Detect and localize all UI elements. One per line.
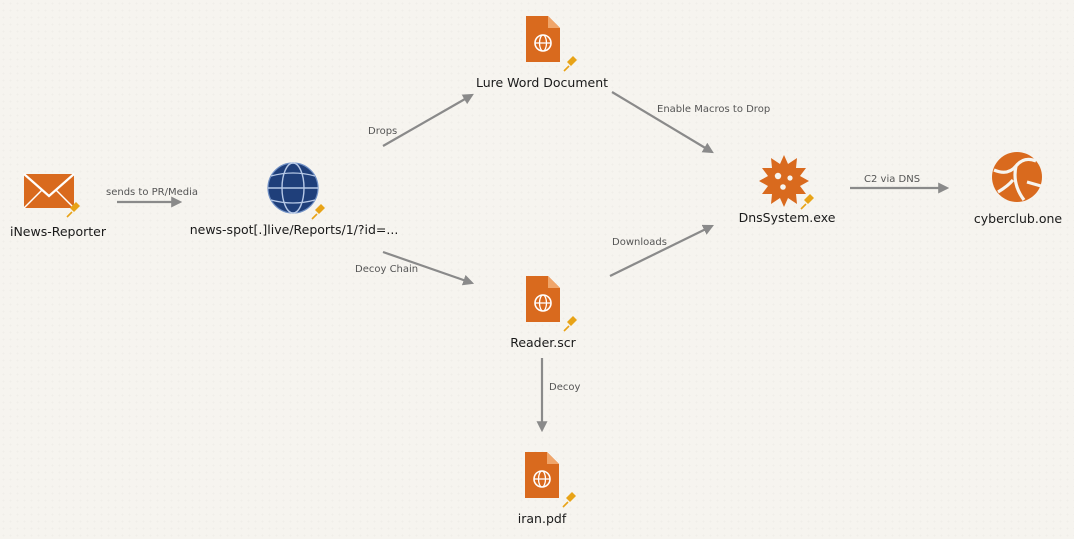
edge-drops: Drops	[368, 93, 474, 147]
node-reporter[interactable]: iNews-Reporter	[10, 173, 107, 239]
node-news-spot[interactable]: news-spot[.]live/Reports/1/?id=...	[190, 162, 399, 237]
node-label-iran-pdf: iran.pdf	[518, 511, 567, 526]
node-label-reporter: iNews-Reporter	[10, 224, 107, 239]
edge-label-decoy-chain: Decoy Chain	[355, 264, 418, 275]
globe-icon	[267, 162, 326, 220]
node-label-cyberclub: cyberclub.one	[974, 211, 1063, 226]
edge-label-c2: C2 via DNS	[864, 174, 920, 185]
node-label-reader: Reader.scr	[510, 335, 576, 350]
node-cyberclub[interactable]: cyberclub.one	[974, 152, 1063, 226]
network-icon	[992, 152, 1042, 202]
edge-label-enable-macros: Enable Macros to Drop	[657, 104, 770, 115]
document-icon	[525, 15, 578, 72]
edge-sends: sends to PR/Media	[106, 187, 198, 208]
edge-c2: C2 via DNS	[850, 174, 950, 194]
edge-enable-macros: Enable Macros to Drop	[611, 91, 770, 154]
envelope-icon	[23, 173, 81, 218]
node-dns-system[interactable]: DnsSystem.exe	[739, 155, 836, 225]
malware-icon	[759, 155, 815, 210]
node-label-lure-doc: Lure Word Document	[476, 75, 608, 90]
node-iran-pdf[interactable]: iran.pdf	[518, 451, 577, 526]
node-lure-doc[interactable]: Lure Word Document	[476, 15, 608, 90]
node-label-news-spot: news-spot[.]live/Reports/1/?id=...	[190, 222, 399, 237]
edge-downloads: Downloads	[609, 224, 714, 277]
edge-decoy-chain: Decoy Chain	[355, 250, 475, 286]
edge-label-decoy: Decoy	[549, 382, 580, 393]
node-label-dns-system: DnsSystem.exe	[739, 210, 836, 225]
edge-decoy: Decoy	[536, 358, 580, 433]
edge-label-downloads: Downloads	[612, 237, 667, 248]
document-icon	[525, 275, 578, 332]
edge-label-sends: sends to PR/Media	[106, 187, 198, 198]
edge-label-drops: Drops	[368, 126, 397, 137]
node-reader[interactable]: Reader.scr	[510, 275, 578, 350]
document-icon	[524, 451, 577, 508]
